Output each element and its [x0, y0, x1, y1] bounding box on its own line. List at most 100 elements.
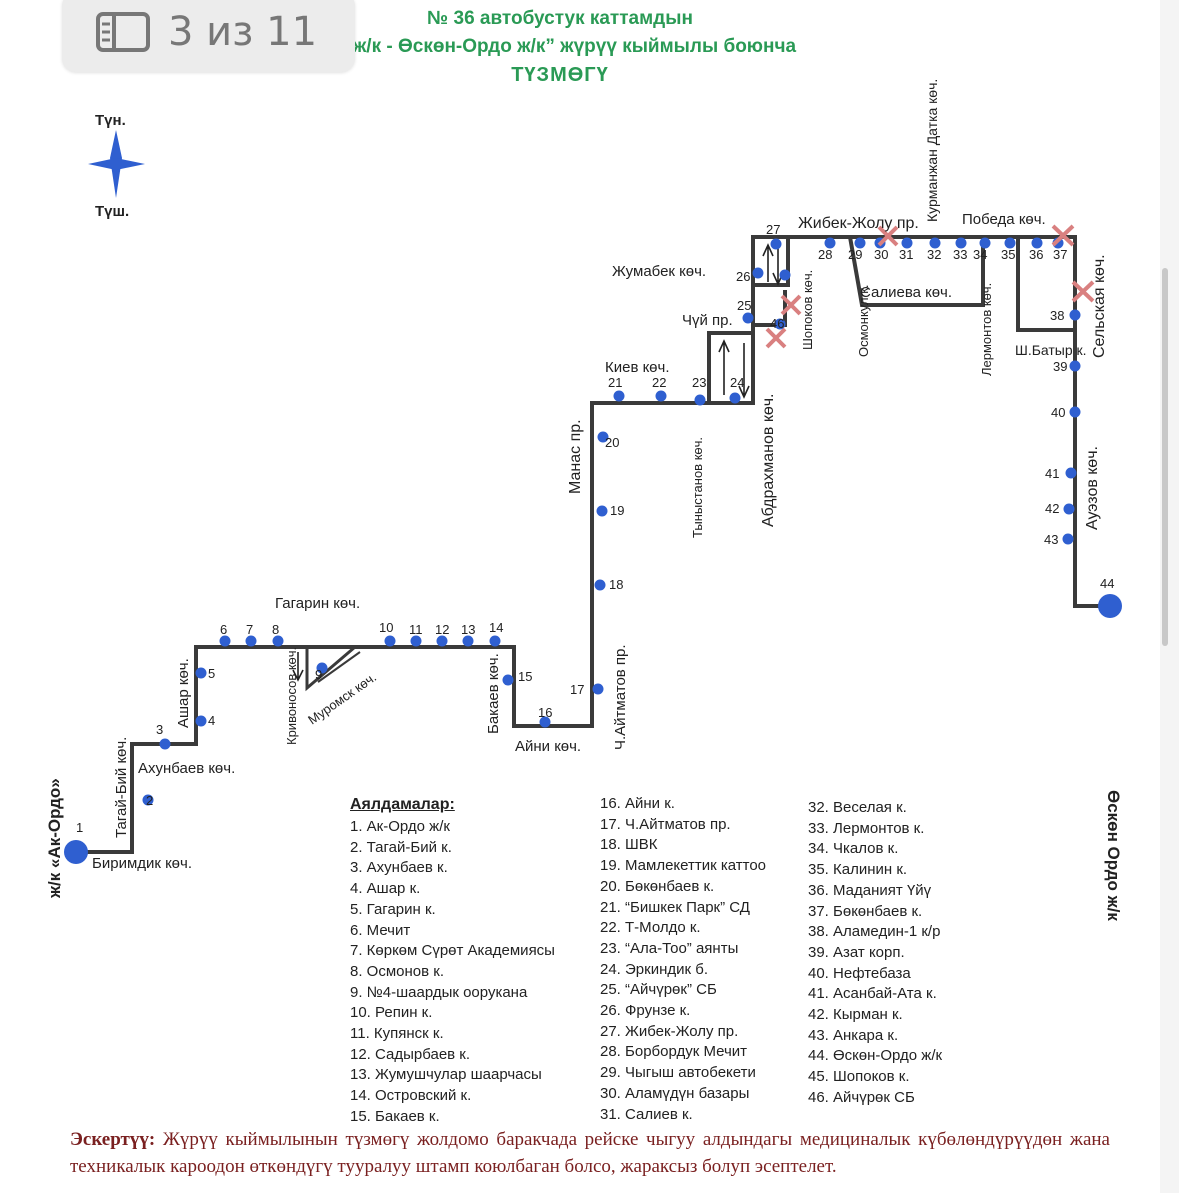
arrow-down-icon: [738, 343, 750, 399]
legend-item: 29. Чыгыш автобекети: [600, 1064, 756, 1082]
stop-11-dot: [410, 635, 422, 647]
street-tynystanov: Тыныстанов көч.: [690, 437, 705, 538]
stop-number: 43: [1044, 532, 1058, 547]
stop-32-dot: [929, 237, 941, 249]
stop-17-dot: [592, 683, 604, 695]
compass-east-west-arrow: [88, 158, 145, 170]
stop-1-terminal-icon: [64, 840, 88, 864]
legend-item: 20. Бөкөнбаев к.: [600, 877, 715, 895]
stop-number: 37: [1053, 247, 1067, 262]
note-text: Жүрүү кыймылынын түзмөгү жолдомо баракча…: [70, 1129, 1110, 1177]
legend-item: 27. Жибек-Жолу пр.: [600, 1022, 739, 1040]
stop-number: 40: [1051, 405, 1065, 420]
legend-item: 41. Асанбай-Ата к.: [808, 985, 937, 1003]
stop-39-dot: [1069, 360, 1081, 372]
legend-item: 11. Купянск к.: [350, 1025, 444, 1042]
stop-44-terminal-icon: [1098, 594, 1122, 618]
legend-item: 25. “Айчүрөк” СБ: [600, 981, 717, 999]
stop-number: 17: [570, 682, 584, 697]
stop-number: 29: [848, 247, 862, 262]
stop-number: 1: [76, 820, 83, 835]
legend-item: 5. Гагарин к.: [350, 900, 436, 918]
legend-item: 37. Бөкөнбаев к.: [808, 902, 923, 920]
scheme-title-line1: № 36 автобустук каттамдын: [427, 8, 693, 29]
stop-number: 46: [770, 316, 784, 331]
page-indicator-text: 3 из 11: [168, 9, 318, 55]
closed-section-marks: [765, 224, 1095, 349]
street-chui: Чүй пр.: [682, 312, 733, 329]
stop-21-dot: [613, 390, 625, 402]
page-indicator[interactable]: 3 из 11: [62, 0, 355, 72]
stop-34-dot: [979, 237, 991, 249]
scheme-title-line2: до ж/к - Өскөн-Ордо ж/к” жүрүү кыймылы б…: [323, 36, 797, 57]
stop-number: 30: [874, 247, 888, 262]
stop-28-dot: [824, 237, 836, 249]
stop-number: 36: [1029, 247, 1043, 262]
street-bakaev: Бакаев көч.: [485, 653, 502, 734]
legend-item: 12. Садырбаев к.: [350, 1045, 471, 1063]
street-sh-batyr: Ш.Батыр к.: [1015, 342, 1087, 358]
legend-item: 16. Айни к.: [600, 795, 675, 812]
stop-number: 14: [489, 620, 503, 635]
street-selskaya: Сельская көч.: [1091, 254, 1108, 358]
legend-item: 30. Аламүдүн базары: [600, 1084, 750, 1102]
street-tagai-biy: Тагай-Бий көч.: [113, 737, 130, 838]
route-branch-muromsk: [305, 645, 356, 692]
stop-3-dot: [159, 738, 171, 750]
stop-number-labels: 1 2 3 4 5 6 7 8 9 10 11 12 13 14 15 16 1…: [76, 222, 1114, 835]
stop-number: 31: [899, 247, 913, 262]
legend-item: 31. Салиев к.: [600, 1105, 693, 1123]
arrow-up-icon: [762, 243, 774, 282]
street-kiev: Киев көч.: [605, 359, 669, 376]
legend-item: 21. “Бишкек Парк” СД: [600, 898, 750, 916]
closed-x-icon: [1071, 280, 1095, 303]
closed-x-icon: [765, 327, 787, 349]
legend-item: 17. Ч.Айтматов пр.: [600, 815, 731, 833]
stop-number: 7: [246, 622, 253, 637]
legend-item: 24. Эркиндик б.: [600, 960, 708, 978]
legend-item: 9. №4-шаардык оорукана: [350, 983, 528, 1001]
route-line: [76, 235, 1108, 854]
stop-42-dot: [1063, 503, 1075, 515]
legend-item: 18. ШВК: [600, 836, 658, 854]
stop-number: 44: [1100, 576, 1114, 591]
stop-35-dot: [1004, 237, 1016, 249]
street-birimdik: Биримдик көч.: [92, 855, 192, 872]
stop-number: 9: [315, 667, 322, 682]
legend-item: 42. Кырман к.: [808, 1006, 903, 1023]
compass-south-label: Түш.: [95, 203, 129, 220]
stop-7-dot: [245, 635, 257, 647]
stop-8-dot: [272, 635, 284, 647]
route-branch-salieva: [848, 236, 985, 307]
stop-6-dot: [219, 635, 231, 647]
legend-item: 38. Аламедин-1 к/р: [808, 923, 941, 941]
legend-item: 35. Калинин к.: [808, 861, 908, 879]
stop-number: 38: [1050, 308, 1064, 323]
scrollbar-thumb[interactable]: [1162, 268, 1168, 646]
street-ashar: Ашар көч.: [175, 658, 192, 728]
legend-item: 43. Анкара к.: [808, 1026, 899, 1044]
stop-31-dot: [901, 237, 913, 249]
stop-45-dot: [779, 269, 791, 281]
legend-item: 46. Айчүрөк СБ: [808, 1088, 915, 1106]
legend-item: 1. Ак-Ордо ж/к: [350, 818, 450, 835]
stop-24-dot: [729, 392, 741, 404]
muromsk-inner-line: [317, 651, 361, 683]
legend-item: 28. Борбордук Мечит: [600, 1043, 748, 1061]
scheme-title-line3: ТҮЗМӨГҮ: [511, 64, 609, 86]
stop-number: 6: [220, 622, 227, 637]
note-paragraph: Эскертүү: Жүрүү кыймылынын түзмөгү жолдо…: [70, 1126, 1110, 1180]
stop-10-dot: [384, 635, 396, 647]
stop-number: 3: [156, 722, 163, 737]
street-pobeda: Победа көч.: [962, 211, 1046, 228]
stop-26-dot: [752, 267, 764, 279]
legend-item: 22. Т-Молдо к.: [600, 919, 701, 937]
legend-item: 19. Мамлекеттик каттоо: [600, 857, 767, 875]
stop-23-dot: [694, 394, 706, 406]
street-abdrakhmanov: Абдрахманов көч.: [760, 393, 777, 527]
stop-number: 25: [737, 298, 751, 313]
stop-number: 23: [692, 375, 706, 390]
arrow-up-icon: [718, 339, 730, 395]
legend-item: 4. Ашар к.: [350, 880, 421, 898]
